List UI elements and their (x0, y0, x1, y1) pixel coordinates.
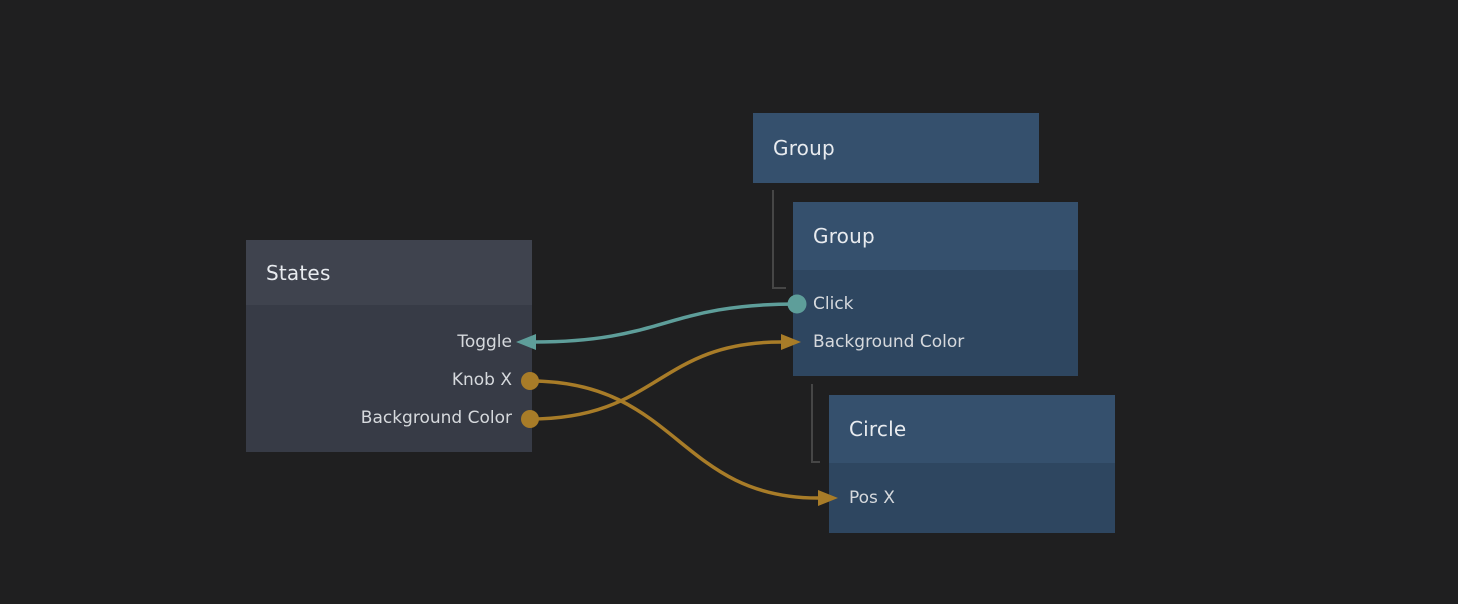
node-body: Click Background Color (793, 270, 1078, 376)
node-header[interactable]: Group (793, 202, 1078, 270)
hierarchy-connector-circle (811, 384, 820, 463)
wire-background-color[interactable] (528, 340, 783, 421)
port-row-toggle[interactable]: Toggle (246, 323, 532, 361)
node-group-inner[interactable]: Group Click Background Color (793, 202, 1078, 376)
port-label: Click (813, 294, 854, 314)
port-label: Background Color (360, 408, 512, 428)
node-header[interactable]: States (246, 240, 532, 305)
port-label: Toggle (457, 332, 512, 352)
port-row-pos-x[interactable]: Pos X (829, 479, 1115, 517)
port-label: Background Color (813, 332, 965, 352)
wire-click-to-toggle[interactable] (532, 302, 799, 344)
node-title: States (266, 260, 331, 285)
node-circle[interactable]: Circle Pos X (829, 395, 1115, 533)
wire-knobx-to-posx[interactable] (528, 379, 820, 500)
port-row-knob-x[interactable]: Knob X (246, 361, 532, 399)
node-title: Circle (849, 417, 907, 441)
hierarchy-connector-group (772, 190, 786, 289)
node-group-top[interactable]: Group (753, 113, 1039, 183)
node-header[interactable]: Circle (829, 395, 1115, 463)
port-label: Knob X (451, 370, 512, 390)
port-row-background-color[interactable]: Background Color (246, 399, 532, 437)
node-body: Toggle Knob X Background Color (246, 305, 532, 452)
node-header[interactable]: Group (753, 113, 1039, 183)
port-row-background-color[interactable]: Background Color (793, 323, 1078, 361)
port-label: Pos X (849, 488, 895, 508)
node-states[interactable]: States Toggle Knob X Background Color (246, 240, 532, 452)
node-title: Group (813, 224, 875, 248)
node-title: Group (773, 136, 835, 160)
node-body: Pos X (829, 463, 1115, 533)
port-row-click[interactable]: Click (793, 285, 1078, 323)
